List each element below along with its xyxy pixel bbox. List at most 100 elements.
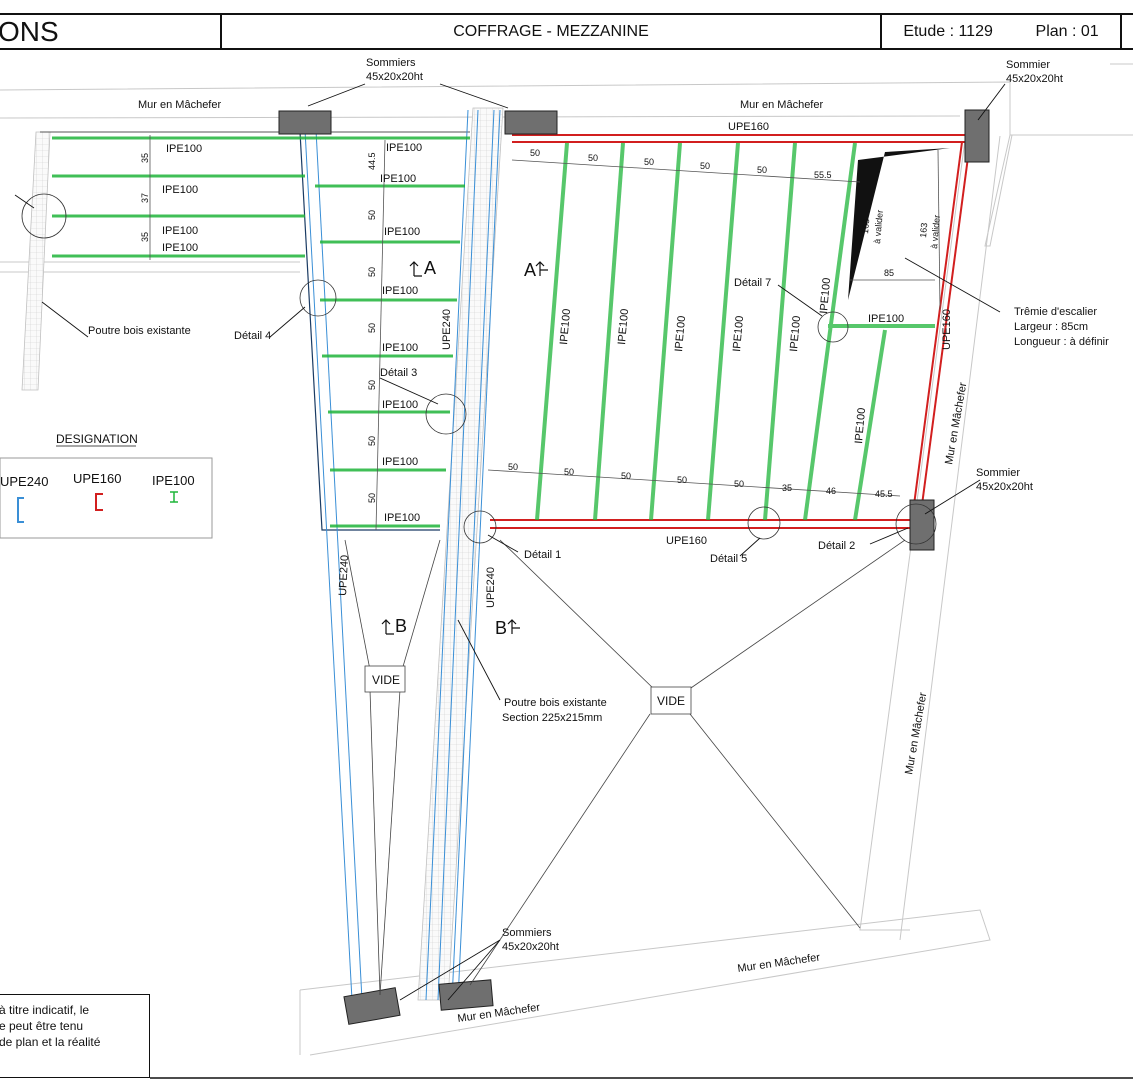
beam-label-upe240-mid: UPE240 <box>441 309 453 350</box>
dim-top: 50 <box>588 153 598 163</box>
ipe-label: IPE100 <box>384 226 420 238</box>
page-title: ONS <box>0 15 59 47</box>
dim-top: 50 <box>530 148 540 158</box>
dim-tremie-height: 163 <box>860 218 871 234</box>
a-valider-label: à valider <box>872 209 885 244</box>
sommier-bottom-label: Sommiers <box>502 927 552 939</box>
wall-label-right: Mur en Mâchefer <box>943 381 969 465</box>
ipe-label-vertical: IPE100 <box>731 315 746 352</box>
detail-circles <box>21 193 937 545</box>
note-line: e peut être tenu <box>0 1019 84 1033</box>
sommier-mid-right-label: Sommier <box>976 467 1020 479</box>
ipe100-glyph-icon <box>170 491 178 503</box>
dim-bottom: 35 <box>782 483 792 493</box>
a-valider-label: à valider <box>929 214 942 249</box>
plan-number: Plan : 01 <box>1035 22 1099 40</box>
dim-bottom: 50 <box>734 479 744 489</box>
tremie-label: Trêmie d'escalier <box>1014 306 1097 318</box>
dim-bottom: 50 <box>677 475 687 485</box>
sommier-block <box>504 110 558 135</box>
dim-mid: 50 <box>367 436 377 446</box>
ipe-label-vertical: IPE100 <box>853 407 868 444</box>
wall-label-bottom-mid: Mur en Mâchefer <box>737 951 821 975</box>
sommier-top-label: Sommiers <box>366 57 416 69</box>
poutre-bois-label-2: Poutre bois existante <box>504 697 607 709</box>
section-arrows <box>381 261 548 635</box>
ipe-label-vertical: IPE100 <box>788 315 803 352</box>
dim-tremie-width: 85 <box>884 268 894 278</box>
ipe-label: IPE100 <box>166 143 202 155</box>
wall-outlines <box>0 63 1133 1056</box>
dim-tremie-height: 163 <box>918 222 929 238</box>
dim-top: 50 <box>757 165 767 175</box>
note-line: de plan et la réalité <box>0 1035 101 1049</box>
header-ref-cell: Etude : 1129 Plan : 01 <box>880 13 1122 50</box>
wall-label-top-left: Mur en Mâchefer <box>138 99 221 111</box>
beam-label-upe160-top: UPE160 <box>728 121 769 133</box>
tremie-longueur: Longueur : à définir <box>1014 336 1109 348</box>
note-line: à titre indicatif, le <box>0 1003 90 1017</box>
section-label-b-right: B <box>495 618 507 638</box>
ipe-label: IPE100 <box>384 512 420 524</box>
legend-item-ipe100: IPE100 <box>152 473 195 488</box>
ipe-label-vertical: IPE100 <box>673 315 688 352</box>
dim-bottom: 46 <box>826 486 836 496</box>
header-title-cell: ONS <box>0 13 222 50</box>
ipe-label: IPE100 <box>162 184 198 196</box>
ipe-label: IPE100 <box>382 342 418 354</box>
vide-box-right <box>650 686 692 715</box>
dim-mid: 44.5 <box>367 152 377 170</box>
wall-label-top-right: Mur en Mâchefer <box>740 99 823 111</box>
sommier-block <box>343 987 401 1025</box>
vide-label-right: VIDE <box>657 694 685 708</box>
dimension-lines <box>149 135 901 531</box>
sommier-blocks <box>278 109 990 1025</box>
detail-label-4: Détail 4 <box>234 330 271 342</box>
mezzanine-left-frame <box>40 109 501 1001</box>
sommier-block <box>278 110 332 135</box>
ipe-left-rows <box>52 136 470 528</box>
text-layer: Mur en Mâchefer Mur en Mâchefer Mur en M… <box>0 57 1109 1025</box>
ipe-label-vertical: IPE100 <box>616 308 631 345</box>
sommier-top-right-label: Sommier <box>1006 59 1050 71</box>
section-label-a-left: A <box>424 258 436 278</box>
section-label-b-left: B <box>395 616 407 636</box>
dim-bottom: 50 <box>621 471 631 481</box>
dim-bottom: 50 <box>508 462 518 472</box>
dim-left: 35 <box>140 153 150 163</box>
beam-label-upe160-bottom: UPE160 <box>666 535 707 547</box>
dim-mid: 50 <box>367 210 377 220</box>
ipe-label: IPE100 <box>162 242 198 254</box>
ipe-label: IPE100 <box>382 399 418 411</box>
poutre-bois-label: Poutre bois existante <box>88 325 191 337</box>
existing-wood-beams <box>21 107 504 1001</box>
ipe-label: IPE100 <box>868 313 904 325</box>
dim-bottom: 45.5 <box>875 489 893 499</box>
vide-label-left: VIDE <box>372 673 400 687</box>
ipe-label: IPE100 <box>386 142 422 154</box>
sommier-block <box>964 109 990 163</box>
detail-label-5: Détail 5 <box>710 553 747 565</box>
legend-item-upe160: UPE160 <box>73 471 121 486</box>
ipe-right-joists <box>535 142 935 521</box>
ipe-label-vertical: IPE100 <box>818 277 833 314</box>
dim-top: 55.5 <box>814 170 832 180</box>
dim-left: 35 <box>140 232 150 242</box>
sommier-top-right-size: 45x20x20ht <box>1006 73 1063 85</box>
upe160-glyph-icon <box>95 493 103 511</box>
ipe-label: IPE100 <box>382 456 418 468</box>
beam-label-upe240-right: UPE240 <box>485 567 497 608</box>
upe240-glyph-icon <box>17 497 24 523</box>
ipe-label-vertical: IPE100 <box>558 308 573 345</box>
sommier-bottom-size: 45x20x20ht <box>502 941 559 953</box>
detail-label-2: Détail 2 <box>818 540 855 552</box>
dim-top: 50 <box>644 157 654 167</box>
tremie-marker <box>848 148 950 311</box>
dim-left: 37 <box>140 193 150 203</box>
leader-lines <box>14 83 1006 1001</box>
ipe-label: IPE100 <box>380 173 416 185</box>
vide-diagonals <box>344 539 906 996</box>
dim-mid: 50 <box>367 323 377 333</box>
beam-label-upe160-right: UPE160 <box>941 309 953 350</box>
